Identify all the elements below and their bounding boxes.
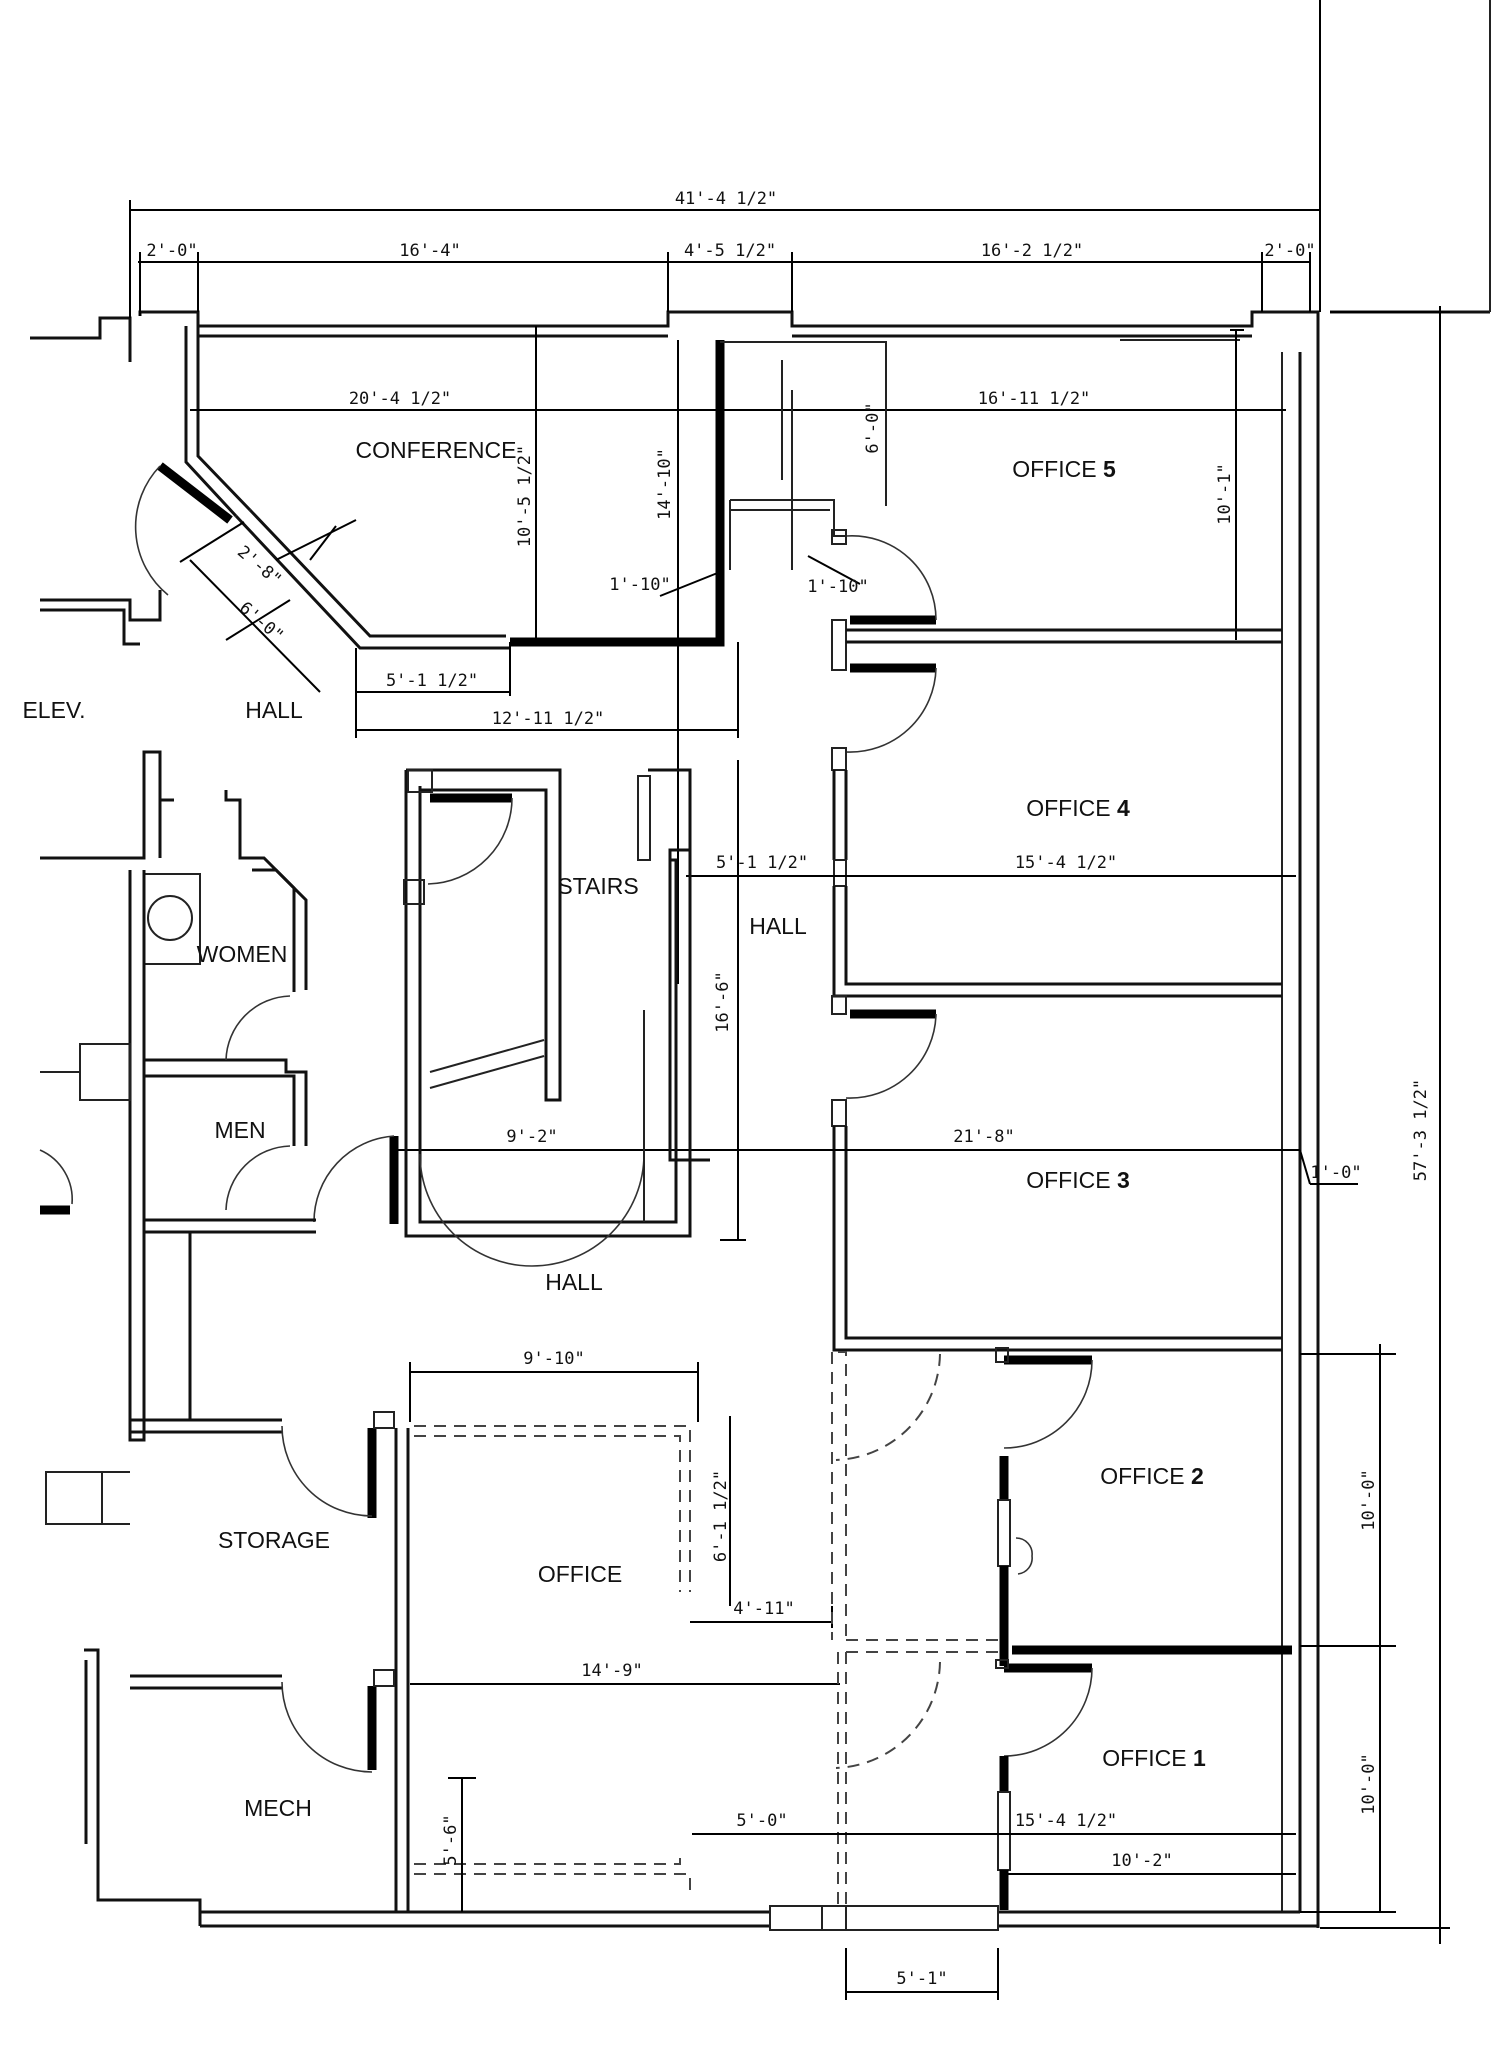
dim-6-0: 6'-0" [863, 402, 883, 453]
dim-hall-12-11-1-2: 12'-11 1/2" [492, 709, 605, 729]
dim-top-16-2-1-2: 16'-2 1/2" [981, 241, 1083, 261]
dim-office1-10-2: 10'-2" [1111, 1851, 1172, 1871]
dim-office2-10-0: 10'-0" [1359, 1469, 1379, 1530]
office-label: OFFICE [538, 1561, 622, 1587]
dim-conf-depth: 10'-5 1/2" [515, 445, 535, 547]
stairs [313, 760, 746, 1267]
dim-hall-5-1-1-2: 5'-1 1/2" [386, 671, 478, 691]
dimension-labels: 41'-4 1/2" 2'-0" 16'-4" 4'-5 1/2" 16'-2 … [146, 189, 1431, 1989]
dim-wall-1-0: 1'-0" [1310, 1163, 1361, 1183]
dim-top-4-5-1-2: 4'-5 1/2" [684, 241, 776, 261]
dim-stair-depth: 16'-6" [713, 971, 733, 1032]
dim-office5-depth: 10'-1" [1215, 463, 1235, 524]
center-office [409, 1351, 998, 1912]
office1-label: OFFICE 1 [1102, 1745, 1206, 1771]
top-dimensions [129, 0, 1321, 318]
men-label: MEN [214, 1117, 265, 1143]
dim-stair-9-2: 9'-2" [506, 1127, 557, 1147]
dim-overall-depth: 57'-3 1/2" [1411, 1079, 1431, 1181]
office3-label: OFFICE 3 [1026, 1167, 1130, 1193]
conference-dimensions [190, 326, 1286, 984]
dim-office1-width: 15'-4 1/2" [1015, 1811, 1117, 1831]
conference-room-walls [40, 326, 725, 693]
dim-hall-5-1-1-2-b: 5'-1 1/2" [716, 853, 808, 873]
dim-top-16-4: 16'-4" [399, 241, 460, 261]
storage-mech [45, 1232, 410, 1926]
dim-overall-width: 41'-4 1/2" [675, 189, 777, 209]
restrooms [39, 750, 316, 1442]
office2-label: OFFICE 2 [1100, 1463, 1204, 1489]
room-labels: CONFERENCE OFFICE 5 ELEV. HALL OFFICE 4 … [22, 437, 1206, 1821]
dim-span-21-8: 21'-8" [953, 1127, 1014, 1147]
dim-14-10: 14'-10" [655, 448, 675, 520]
dim-office-9-10: 9'-10" [523, 1349, 584, 1369]
dim-door-1-10-b: 1'-10" [807, 577, 868, 597]
storage-label: STORAGE [218, 1527, 330, 1553]
right-dimension [1320, 306, 1450, 1944]
office3-walls [396, 995, 1358, 1352]
dim-office-6-1-1-2: 6'-1 1/2" [711, 1470, 731, 1562]
dim-office-4-11: 4'-11" [733, 1599, 794, 1619]
dim-office5-width: 16'-11 1/2" [978, 389, 1091, 409]
hall-label-top: HALL [245, 697, 303, 723]
dim-door-1-10-a: 1'-10" [609, 575, 670, 595]
office5-walls [720, 329, 1282, 671]
dim-angle-6-0: 6'-0" [235, 598, 287, 646]
dim-top-2-0-left: 2'-0" [146, 241, 197, 261]
dim-office4-width: 15'-4 1/2" [1015, 853, 1117, 873]
hall-label-lower: HALL [545, 1269, 603, 1295]
mech-label: MECH [244, 1795, 312, 1821]
stairs-label: STAIRS [557, 873, 638, 899]
dim-bottom-5-0: 5'-0" [736, 1811, 787, 1831]
office4-walls [686, 663, 1296, 998]
dim-top-2-0-right: 2'-0" [1264, 241, 1315, 261]
dim-mech-5-6: 5'-6" [441, 1814, 461, 1865]
dim-conf-width: 20'-4 1/2" [349, 389, 451, 409]
dim-bottom-5-1: 5'-1" [896, 1969, 947, 1989]
dim-office-14-9: 14'-9" [581, 1661, 642, 1681]
elev-label: ELEV. [22, 697, 85, 723]
dim-angle-2-8: 2'-8" [233, 542, 285, 590]
women-label: WOMEN [197, 941, 288, 967]
office2-office1-walls [692, 1344, 1396, 2000]
hall-label-mid: HALL [749, 913, 807, 939]
office4-label: OFFICE 4 [1026, 795, 1130, 821]
conference-label: CONFERENCE [355, 437, 516, 463]
office5-label: OFFICE 5 [1012, 456, 1116, 482]
dim-office1-10-0: 10'-0" [1359, 1753, 1379, 1814]
